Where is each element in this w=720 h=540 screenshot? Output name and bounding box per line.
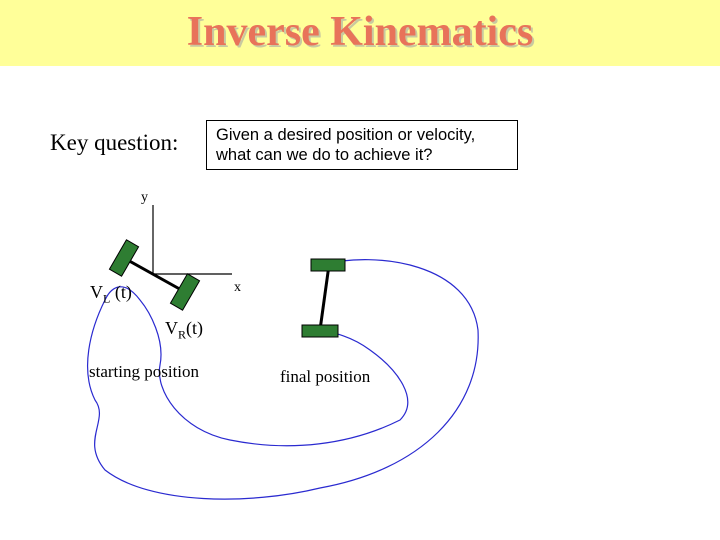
- start-axle: [123, 256, 186, 294]
- vl-arg: (t): [110, 282, 132, 302]
- right-wheel-velocity-label: VR(t): [165, 318, 203, 343]
- question-line-2: what can we do to achieve it?: [216, 146, 433, 164]
- title-bar: [0, 0, 720, 66]
- vr-sub: R: [178, 327, 187, 342]
- key-question-label: Key question:: [50, 130, 179, 155]
- vr-base: V: [165, 318, 178, 338]
- slide-title: Inverse Kinematics: [186, 9, 534, 55]
- vl-base: V: [90, 282, 103, 302]
- start-right-wheel: [169, 273, 201, 311]
- left-wheel-velocity-label: VL (t): [90, 282, 132, 307]
- starting-position-caption: starting position: [89, 362, 200, 381]
- final-top-wheel: [310, 258, 346, 272]
- question-box: Given a desired position or velocity, wh…: [206, 120, 518, 170]
- trajectory-curve: [86, 259, 479, 500]
- question-line-1: Given a desired position or velocity,: [216, 126, 476, 144]
- x-axis-label: x: [234, 280, 241, 295]
- vr-arg: (t): [186, 318, 204, 338]
- final-position-caption: final position: [280, 367, 371, 386]
- start-left-wheel: [108, 239, 140, 277]
- vl-sub: L: [103, 291, 111, 306]
- y-axis-label: y: [141, 190, 148, 205]
- final-axle: [318, 264, 331, 331]
- final-bottom-wheel: [301, 324, 339, 338]
